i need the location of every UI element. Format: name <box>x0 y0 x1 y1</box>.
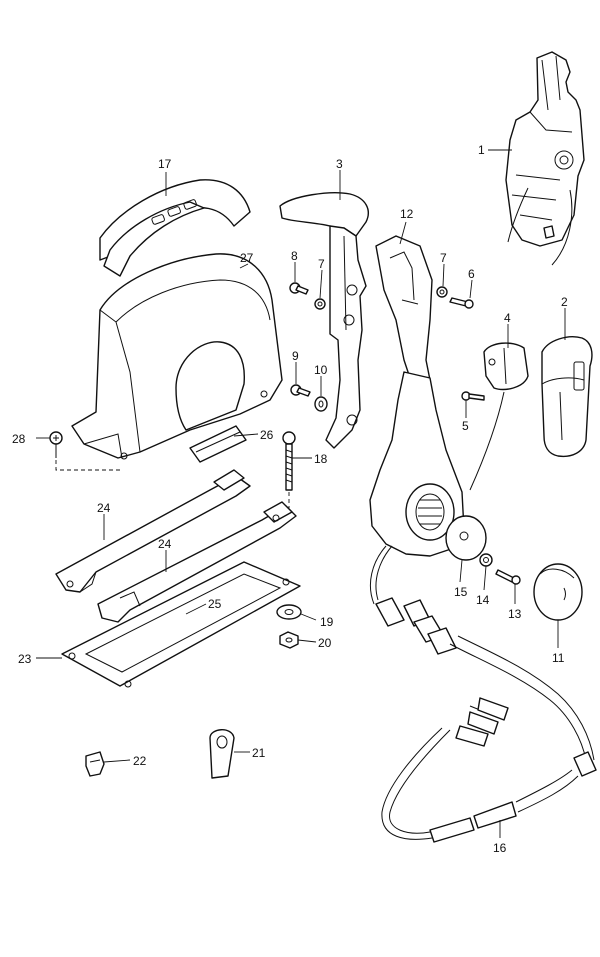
callout-5: 5 <box>462 419 469 433</box>
callout-24a: 24 <box>97 501 111 515</box>
callout-labels: 1 2 3 4 5 6 7 7 8 9 10 11 12 13 14 15 16… <box>12 143 568 855</box>
part-5-screw <box>461 391 485 401</box>
part-2-handle-grip <box>541 336 593 458</box>
part-18-long-bolt <box>282 431 296 508</box>
part-7-lock-washer-right <box>436 286 448 298</box>
part-6-screw <box>449 297 474 309</box>
part-22-clip <box>85 751 105 777</box>
part-26-pad <box>189 425 247 463</box>
callout-4: 4 <box>504 311 511 325</box>
callout-24b: 24 <box>158 537 172 551</box>
callout-12: 12 <box>400 207 414 221</box>
callout-23: 23 <box>18 652 32 666</box>
callout-22: 22 <box>133 754 147 768</box>
part-16-wiring-harness <box>369 545 597 843</box>
part-17-top-cover <box>99 179 251 277</box>
callout-6: 6 <box>468 267 475 281</box>
callout-21: 21 <box>252 746 266 760</box>
part-4-neutral-switch <box>469 342 529 491</box>
callout-15: 15 <box>454 585 468 599</box>
part-14-washer <box>479 553 493 567</box>
part-8-screw <box>289 282 309 295</box>
callout-13: 13 <box>508 607 522 621</box>
callout-18: 18 <box>314 452 328 466</box>
part-9-screw <box>290 384 311 397</box>
callout-9: 9 <box>292 349 299 363</box>
part-1-remote-control-unit <box>505 51 585 266</box>
callout-7a: 7 <box>318 257 325 271</box>
part-12-control-lever <box>369 235 465 557</box>
callout-16: 16 <box>493 841 507 855</box>
callout-14: 14 <box>476 593 490 607</box>
leader-lines <box>36 149 566 838</box>
part-13-screw <box>495 569 521 585</box>
callout-10: 10 <box>314 363 328 377</box>
callout-7b: 7 <box>440 251 447 265</box>
part-19-washer <box>276 604 302 620</box>
callout-27: 27 <box>240 251 254 265</box>
callout-17: 17 <box>158 157 172 171</box>
part-24-bracket-lower <box>97 501 297 623</box>
part-27-main-housing <box>71 253 283 460</box>
part-10-washer <box>314 396 328 412</box>
part-3-lever-arm <box>279 192 369 449</box>
callout-28: 28 <box>12 432 26 446</box>
callout-20: 20 <box>318 636 332 650</box>
part-24-bracket-upper <box>55 469 251 593</box>
callout-19: 19 <box>320 615 334 629</box>
callout-8: 8 <box>291 249 298 263</box>
part-15-bushing <box>445 515 487 561</box>
part-7-lock-washer-left <box>314 298 326 310</box>
callout-2: 2 <box>561 295 568 309</box>
part-23-base-gasket <box>61 561 301 688</box>
callout-3: 3 <box>336 157 343 171</box>
part-11-cover-cap <box>533 563 583 621</box>
part-21-cable-end <box>209 729 235 779</box>
part-20-nut <box>279 631 299 649</box>
callout-26: 26 <box>260 428 274 442</box>
callout-25: 25 <box>208 597 222 611</box>
callout-11: 11 <box>552 651 565 665</box>
callout-1: 1 <box>478 143 485 157</box>
part-28-screw <box>49 431 120 471</box>
